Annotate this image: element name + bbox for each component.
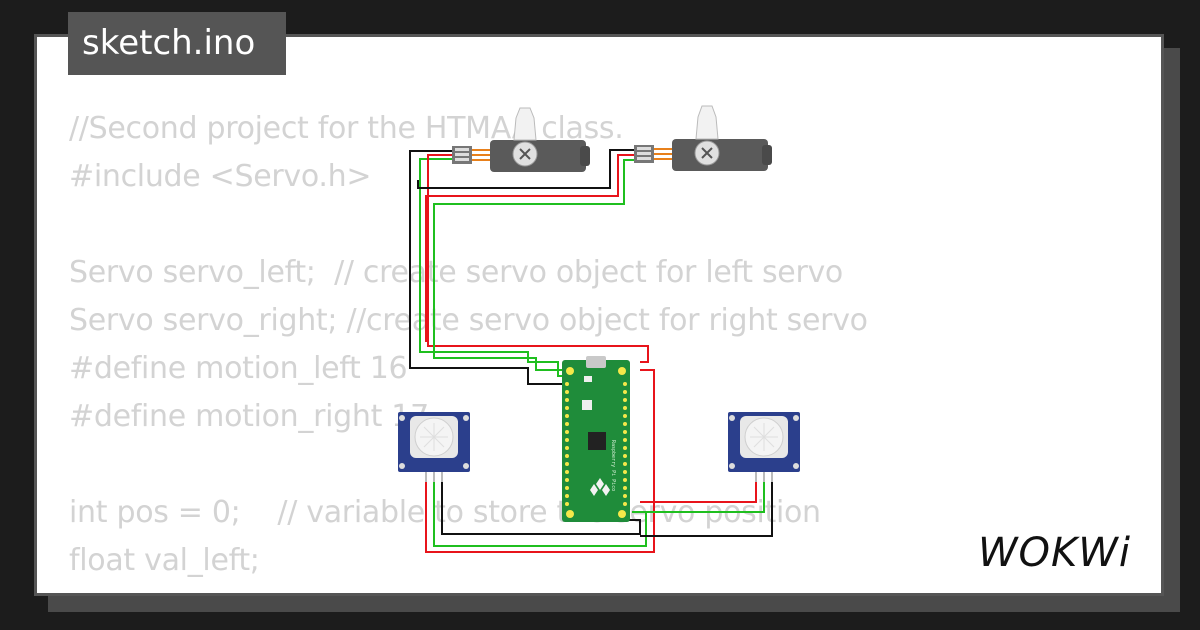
mount-hole [463,415,469,421]
pir-facets [420,423,448,451]
servo-pin [455,153,469,156]
rp2040-chip [588,432,606,450]
servo-pin [455,158,469,161]
pin-header-left [565,382,569,506]
code-line: #define motion_left 16 [69,351,408,386]
bootsel-button [584,376,592,382]
wire-green [433,159,634,371]
wokwi-logo: WOKWi [978,530,1131,576]
pir-pins [755,472,773,482]
pir-sensor-left[interactable] [398,412,470,482]
servo-right[interactable] [634,105,772,171]
file-tab-label: sketch.ino [82,23,256,63]
mount-hole [618,510,626,518]
wire-red [425,154,634,342]
mount-hole [566,367,574,375]
pico-led [582,400,592,410]
wire-red [640,474,757,503]
pir-facets [750,423,778,451]
servo-pin [637,157,651,160]
mount-hole [399,415,405,421]
mount-hole [729,415,735,421]
code-line: #include <Servo.h> [69,159,372,194]
code-line: //Second project for the HTMAA class. [69,111,624,146]
file-tab: sketch.ino [68,12,286,75]
wire-black [640,474,773,537]
wire-black [409,150,566,385]
servo-horn [513,107,537,141]
project-card: //Second project for the HTMAA class. #in… [34,34,1164,596]
code-line: float val_right; [69,585,868,593]
mount-hole [793,415,799,421]
usb-port [586,356,606,368]
servo-mount [762,145,772,165]
code-line: #define motion_right 17 [69,399,429,434]
raspberry-logo-icon [590,478,610,496]
mount-hole [793,463,799,469]
servo-pin [637,152,651,155]
code-line: Servo servo_right; //create servo object… [69,303,868,338]
servo-pin [455,148,469,151]
mount-hole [729,463,735,469]
servo-lead [472,149,492,161]
wire-red [425,369,655,553]
servo-left[interactable] [452,107,590,172]
servo-body [672,139,768,171]
pir-pins [425,472,443,482]
mount-hole [618,367,626,375]
mount-hole [399,463,405,469]
servo-horn [695,105,719,140]
wire-black [441,474,641,535]
servo-screw-icon [701,147,713,159]
servo-body [490,140,586,172]
mount-hole [566,510,574,518]
code-line: float val_left; [69,543,260,578]
board-label: Raspberry Pi Pico [610,440,616,491]
wire-black [417,149,634,189]
servo-lead [654,148,674,160]
pin-header-right [623,382,627,506]
wire-red [427,154,649,363]
pir-sensor-right[interactable] [728,412,800,482]
servo-screw-icon [519,148,531,160]
wires [409,149,773,553]
wokwi-logo-text: WOKWi [978,530,1131,576]
wire-green [419,158,566,377]
servo-pin [637,147,651,150]
mount-hole [463,463,469,469]
wire-green [636,474,765,513]
pico-board[interactable]: Raspberry Pi Pico [562,356,630,522]
servo-mount [580,146,590,166]
